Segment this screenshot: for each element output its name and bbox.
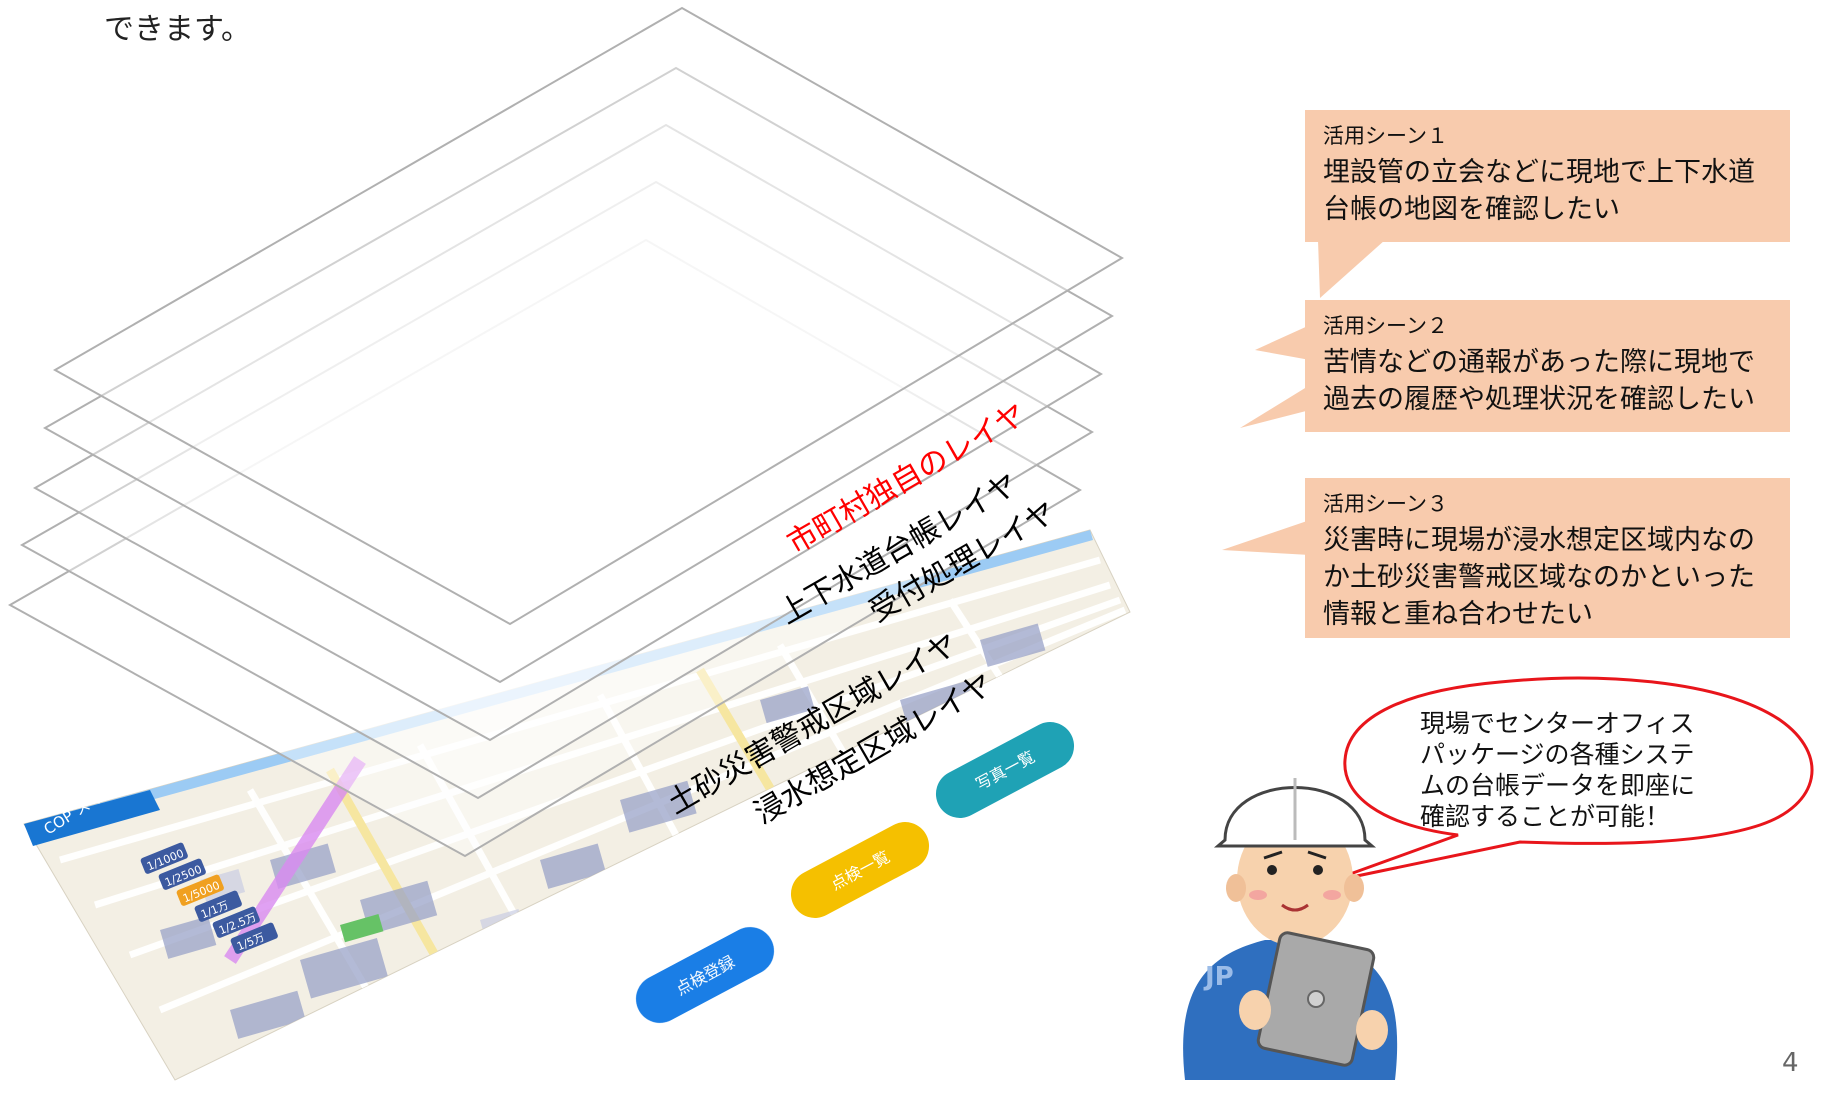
speech-bubble — [1327, 676, 1814, 884]
scene1-callout: 活用シーン１ 埋設管の立会などに現地で上下水道 台帳の地図を確認したい — [1305, 110, 1790, 242]
scene3-line2: か土砂災害警戒区域なのかといった — [1323, 562, 1755, 593]
layer-plane-4 — [19, 180, 1094, 800]
scene2-pointer-2 — [1240, 385, 1310, 428]
scale-button-bg — [194, 890, 242, 922]
scene2-title: 活用シーン２ — [1323, 314, 1448, 338]
intro-text: できます。 — [104, 12, 251, 47]
map-action-button-3[interactable]: 点検登録 — [628, 919, 783, 1032]
scene1-line2: 台帳の地図を確認したい — [1323, 194, 1620, 225]
svg-text:JP: JP — [1203, 962, 1234, 992]
speech-line3: ムの台帳データを即座に — [1420, 771, 1696, 800]
scene1-pointer — [1318, 240, 1385, 298]
map-action-button-1[interactable]: 写真一覧 — [928, 714, 1083, 827]
map-action-button-2[interactable]: 点検一覧 — [783, 814, 938, 927]
layer-planes — [7, 6, 1124, 858]
scale-button-bg — [212, 906, 260, 938]
scene3-title: 活用シーン３ — [1323, 492, 1448, 516]
scene3-line3: 情報と重ね合わせたい — [1323, 599, 1593, 630]
scene2-line2: 過去の履歴や処理状況を確認したい — [1323, 384, 1755, 415]
page-number: 4 — [1782, 1048, 1799, 1078]
layer-plane-2 — [42, 66, 1114, 684]
map-action-button-bg — [935, 722, 1075, 818]
scene3-pointer — [1222, 520, 1310, 555]
worker-illustration: JP — [1183, 778, 1398, 1080]
scene2-callout: 活用シーン２ 苦情などの通報があった際に現地で 過去の履歴や処理状況を確認したい — [1305, 300, 1790, 432]
scene1-line1: 埋設管の立会などに現地で上下水道 — [1323, 157, 1755, 188]
scene1-title: 活用シーン１ — [1323, 124, 1448, 148]
map-action-button-bg — [790, 822, 930, 918]
scene3-callout: 活用シーン３ 災害時に現場が浸水想定区域内なの か土砂災害警戒区域なのかといった… — [1305, 478, 1790, 638]
scale-button-bg — [230, 922, 278, 954]
scale-button-bg — [176, 874, 224, 906]
layer-plane-3 — [32, 123, 1103, 742]
speech-line2: パッケージの各種システ — [1420, 740, 1695, 769]
speech-line1: 現場でセンターオフィス — [1420, 709, 1695, 738]
scene2-pointer — [1255, 325, 1310, 360]
layer-plane-1 — [52, 6, 1124, 626]
scale-button-bg — [140, 842, 188, 874]
scene2-line1: 苦情などの通報があった際に現地で — [1323, 347, 1755, 378]
callout-pointers — [1222, 240, 1385, 555]
scale-button-bg — [158, 858, 206, 890]
scene3-line1: 災害時に現場が浸水想定区域内なの — [1323, 525, 1755, 556]
layer-plane-5 — [7, 238, 1082, 858]
speech-text: 現場でセンターオフィス パッケージの各種システ ムの台帳データを即座に 確認する… — [1420, 708, 1740, 832]
map-action-button-bg — [635, 927, 775, 1023]
speech-line4: 確認することが可能！ — [1420, 802, 1671, 831]
